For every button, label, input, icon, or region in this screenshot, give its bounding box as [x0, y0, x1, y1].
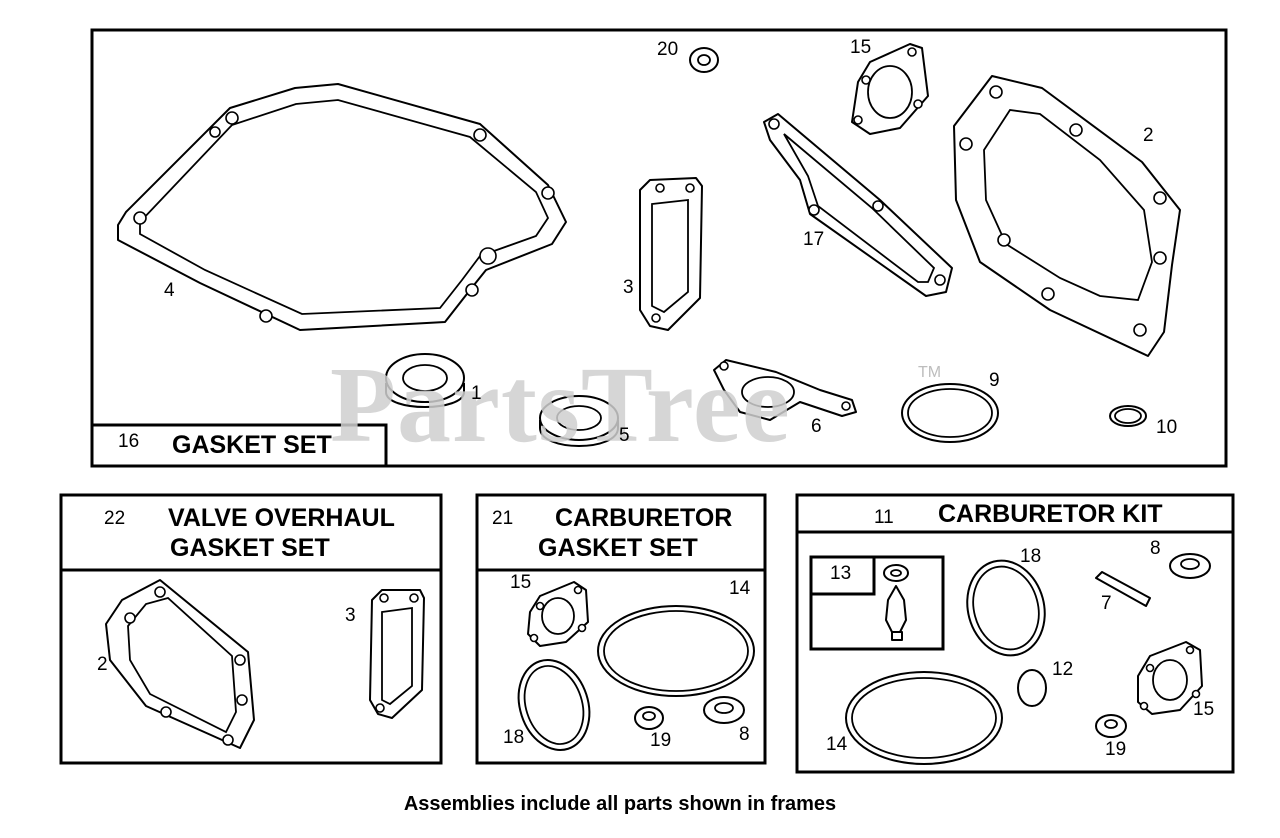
callout-1: 1	[471, 383, 482, 404]
cg-washer-part	[634, 706, 664, 730]
cg-bowl-gasket-part	[597, 605, 755, 697]
callout-17: 17	[803, 229, 825, 250]
trademark-symbol: TM	[918, 364, 942, 381]
carb-kit-number: 11	[874, 507, 894, 528]
carb-gasket-title-line1: CARBURETOR	[555, 504, 733, 532]
callout-5: 5	[619, 425, 630, 446]
valve-overhaul-title-line2: GASKET SET	[170, 534, 330, 562]
oil-seal-part	[385, 353, 465, 408]
carb-gasket-title-line2: GASKET SET	[538, 534, 698, 562]
ck-callout-8: 8	[1150, 538, 1161, 559]
gasket-set-title: GASKET SET	[172, 431, 332, 459]
callout-3: 3	[623, 277, 634, 298]
cg-callout-15: 15	[510, 572, 532, 593]
welch-plug-part	[1017, 669, 1047, 707]
ck-callout-7: 7	[1101, 593, 1112, 614]
ck-callout-12: 12	[1052, 659, 1074, 680]
callout-10: 10	[1156, 417, 1178, 438]
head-gasket-part	[953, 75, 1181, 357]
assemblies-note: Assemblies include all parts shown in fr…	[403, 793, 837, 815]
cg-callout-19: 19	[650, 730, 672, 751]
cg-callout-8: 8	[739, 724, 750, 745]
float-pin-part	[1095, 571, 1151, 607]
crankcase-gasket-part	[117, 83, 567, 331]
gasket-set-frame	[90, 28, 1228, 468]
cg-callout-14: 14	[729, 578, 751, 599]
o-ring-large-part	[901, 383, 999, 443]
valve-overhaul-title-line1: VALVE OVERHAUL	[168, 504, 395, 532]
float-valve-subframe	[809, 555, 945, 651]
callout-2: 2	[1143, 125, 1154, 146]
cg-carb-gasket-part	[527, 581, 589, 647]
ck-callout-19: 19	[1105, 739, 1127, 760]
ck-carb-gasket-part	[1137, 641, 1203, 715]
cg-o-ring-part	[517, 659, 591, 751]
valve-cover-gasket-part	[639, 177, 703, 331]
carb-gasket-frame	[475, 493, 767, 765]
valve-overhaul-number: 22	[104, 508, 126, 529]
valve-overhaul-frame	[59, 493, 443, 765]
vo-callout-3: 3	[345, 605, 356, 626]
small-seal-part	[689, 47, 719, 73]
callout-4: 4	[164, 280, 175, 301]
inlet-needle-part	[885, 585, 907, 641]
float-valve-number-box	[811, 557, 876, 596]
float-valve-number: 13	[830, 563, 852, 584]
cg-callout-18: 18	[503, 727, 525, 748]
parts-tree-watermark: PartsTree	[330, 346, 791, 465]
exhaust-gasket-part	[713, 359, 857, 421]
oil-seal-2-part	[539, 395, 619, 447]
cg-seal-part	[703, 696, 745, 724]
ck-bowl-gasket-part	[845, 671, 1003, 765]
vo-head-gasket-part	[105, 579, 255, 749]
ck-callout-18: 18	[1020, 546, 1042, 567]
breather-gasket-part	[763, 113, 953, 297]
callout-20: 20	[657, 39, 679, 60]
vo-callout-2: 2	[97, 654, 108, 675]
o-ring-small-part	[1109, 405, 1147, 427]
ck-callout-15: 15	[1193, 699, 1215, 720]
carb-kit-frame	[795, 493, 1235, 774]
callout-9: 9	[989, 370, 1000, 391]
gasket-set-title-box	[92, 423, 388, 466]
callout-6: 6	[811, 416, 822, 437]
callout-15: 15	[850, 37, 872, 58]
ck-o-ring-part	[966, 559, 1046, 657]
needle-seat-part	[883, 564, 909, 582]
carb-kit-title: CARBURETOR KIT	[938, 500, 1163, 528]
carb-gasket-part	[851, 43, 929, 135]
ck-callout-14: 14	[826, 734, 848, 755]
ck-washer-part	[1169, 553, 1211, 579]
carb-gasket-number: 21	[492, 508, 514, 529]
gasket-set-number: 16	[118, 431, 140, 452]
vo-valve-cover-gasket-part	[369, 589, 425, 719]
ck-small-washer-part	[1095, 714, 1127, 738]
